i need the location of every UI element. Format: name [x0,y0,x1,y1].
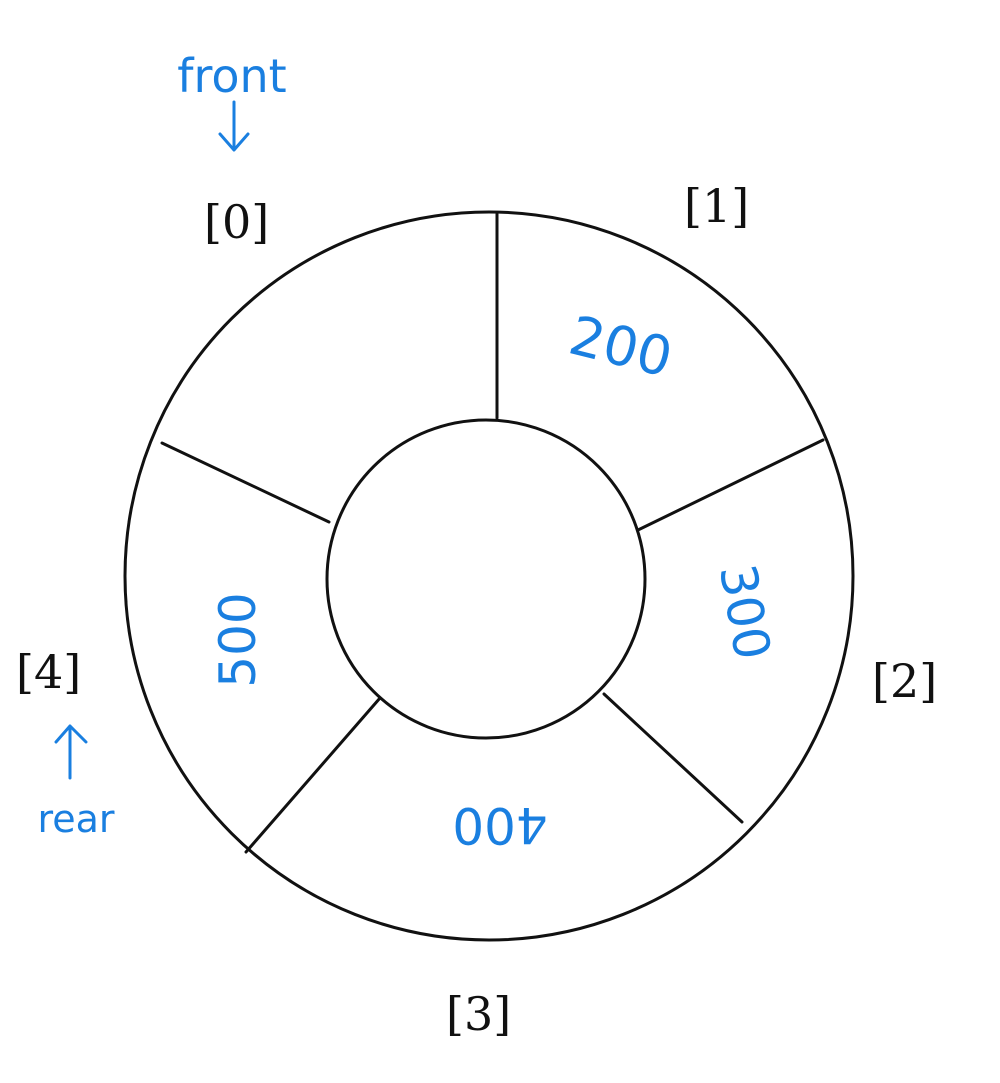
rear-arrow-icon [54,724,88,780]
divider-1-2 [636,438,825,532]
front-label: front [177,49,286,103]
slot-1-value: 200 [563,304,678,390]
slot-1-index-label: [1] [684,179,749,233]
divider-3-4 [244,696,382,854]
slot-4-value: 500 [209,592,267,687]
slot-2-value: 300 [708,560,782,664]
slot-3-value: 400 [452,796,547,854]
slot-0-index-label: [0] [204,195,269,249]
front-arrow-icon [218,100,250,152]
slot-3-index-label: [3] [446,987,511,1041]
slot-4-index-label: [4] [16,645,81,699]
inner-ring [325,418,647,740]
divider-4-0 [160,441,331,524]
rear-label: rear [37,797,114,841]
divider-2-3 [602,692,744,824]
outer-ring [123,210,855,942]
slot-2-index-label: [2] [872,654,937,708]
